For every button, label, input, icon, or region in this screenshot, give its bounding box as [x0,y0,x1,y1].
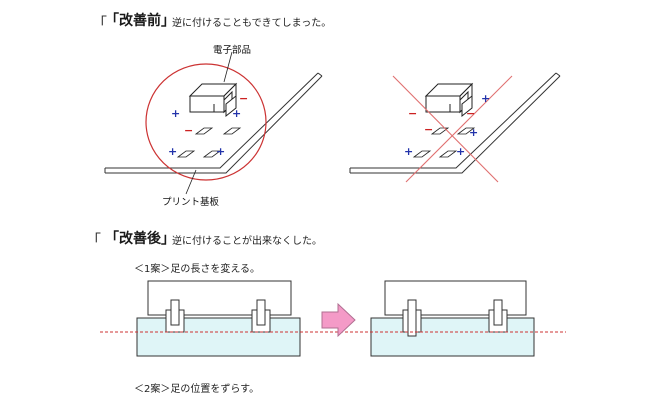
case1-right-assembly [370,280,535,357]
board-pads [176,127,242,158]
reversed-board [349,72,561,174]
board-block [370,317,535,357]
minus-sign: − [239,92,248,105]
before-board [104,72,323,174]
after-description: 逆に付けることが出来なくした。 [172,236,322,247]
highlight-circle [145,63,267,181]
component-label: 電子部品 [213,45,252,56]
board-block [136,317,301,357]
minus-sign: − [424,123,433,136]
plus-sign: + [456,145,465,158]
plus-sign: + [168,145,177,158]
case1-label: ＜1案＞足の長さを変える。 [134,264,261,275]
after-heading: 「改善後」 [105,231,175,247]
reversed-pads [412,127,476,158]
plus-sign: + [171,107,180,120]
stray-bracket-bottom: 「 [86,231,102,249]
lead [493,299,503,326]
before-heading: 「改善前」 [105,13,175,29]
lead [170,299,180,326]
minus-sign: − [466,107,475,120]
electronic-component [188,82,238,118]
stray-bracket-top: 「 [92,14,108,32]
plus-sign: + [469,126,478,139]
lead [256,299,266,326]
plus-sign: + [481,92,490,105]
component-leader-line [223,51,233,83]
lead [407,299,417,337]
board-leader-line [185,169,197,195]
reject-cross [392,75,513,183]
plus-sign: + [404,145,413,158]
plus-sign: + [216,145,225,158]
case1-left-assembly [136,280,301,357]
plus-sign: + [232,107,241,120]
case2-label: ＜2案＞足の位置をずらす。 [134,384,260,395]
reversed-component [424,82,474,118]
board-label: プリント基板 [162,197,220,208]
minus-sign: − [184,124,193,137]
minus-sign: − [408,107,417,120]
transition-arrow [321,302,356,338]
before-description: 逆に付けることもできてしまった。 [172,18,332,29]
